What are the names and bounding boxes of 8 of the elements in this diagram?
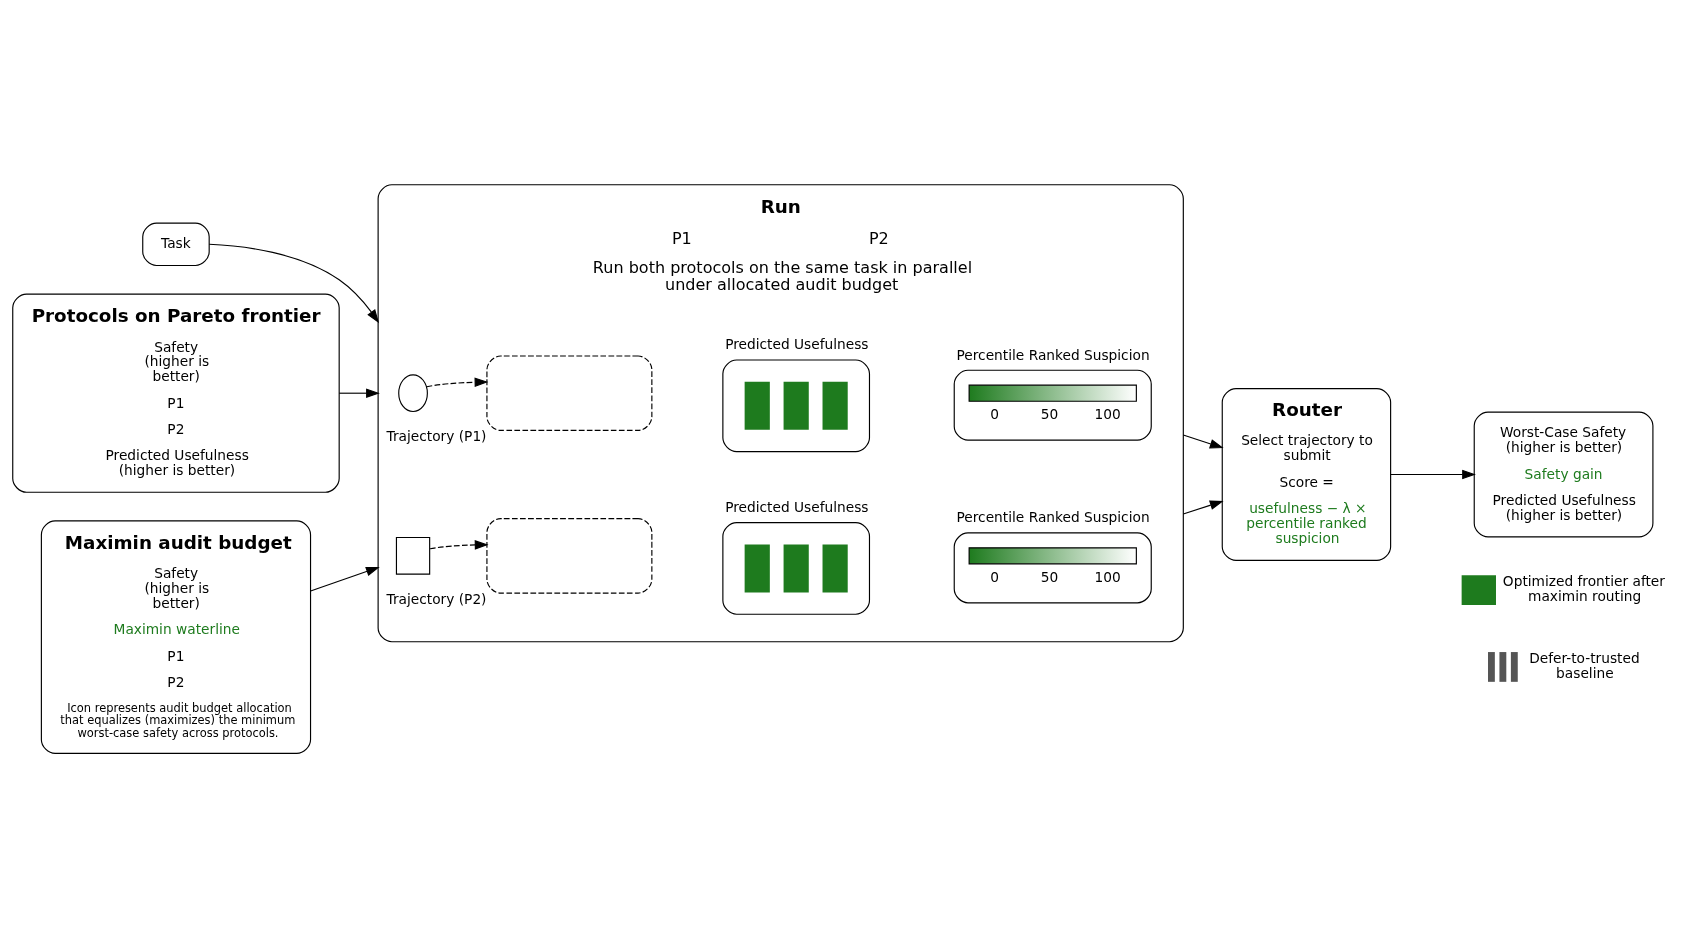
node-label: Predicted Usefulness — [725, 336, 869, 353]
node-label: Trajectory (P2) — [386, 591, 487, 608]
legend-label: Defer-to-trusted baseline — [1529, 650, 1640, 681]
legend-label: Optimized frontier after maximin routing — [1502, 573, 1665, 605]
node-label: Percentile Ranked Suspicion — [956, 346, 1150, 363]
node-label: Predicted Usefulness — [725, 498, 869, 515]
node-label: Trajectory (P1) — [386, 428, 487, 445]
node-label: Percentile Ranked Suspicion — [956, 509, 1150, 526]
